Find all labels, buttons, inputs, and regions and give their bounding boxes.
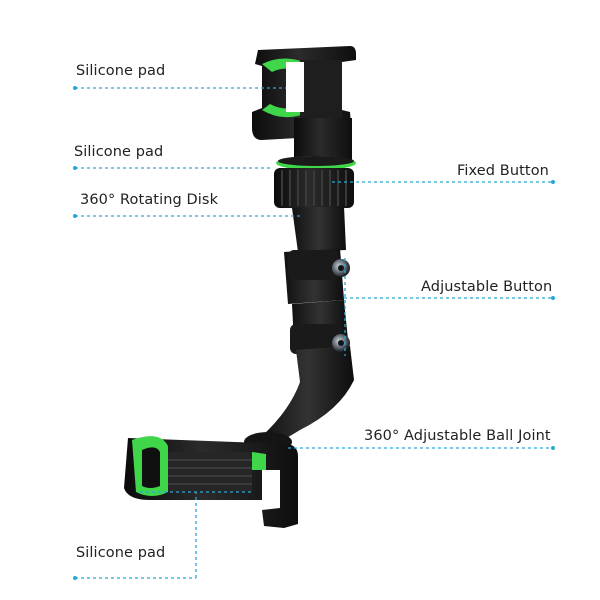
label-fixed-button: Fixed Button [457, 163, 549, 179]
label-top-silicone-pad: Silicone pad [76, 63, 166, 79]
rotating-disk [274, 168, 354, 208]
top-lower-silicone-pad [262, 104, 304, 118]
label-ball-joint: 360° Adjustable Ball Joint [364, 428, 551, 444]
label-bottom-silicone-pad: Silicone pad [76, 545, 166, 561]
top-silicone-pad [262, 58, 304, 72]
leader-lines [75, 87, 553, 579]
label-upper-silicone-pad: Silicone pad [74, 144, 164, 160]
label-adjustable-button: Adjustable Button [421, 279, 553, 295]
bottom-clamp [124, 436, 298, 528]
top-clamp [252, 46, 356, 160]
arm [262, 206, 354, 448]
label-rotating-disk: 360° Rotating Disk [80, 192, 219, 208]
leader-endpoints [73, 86, 555, 580]
